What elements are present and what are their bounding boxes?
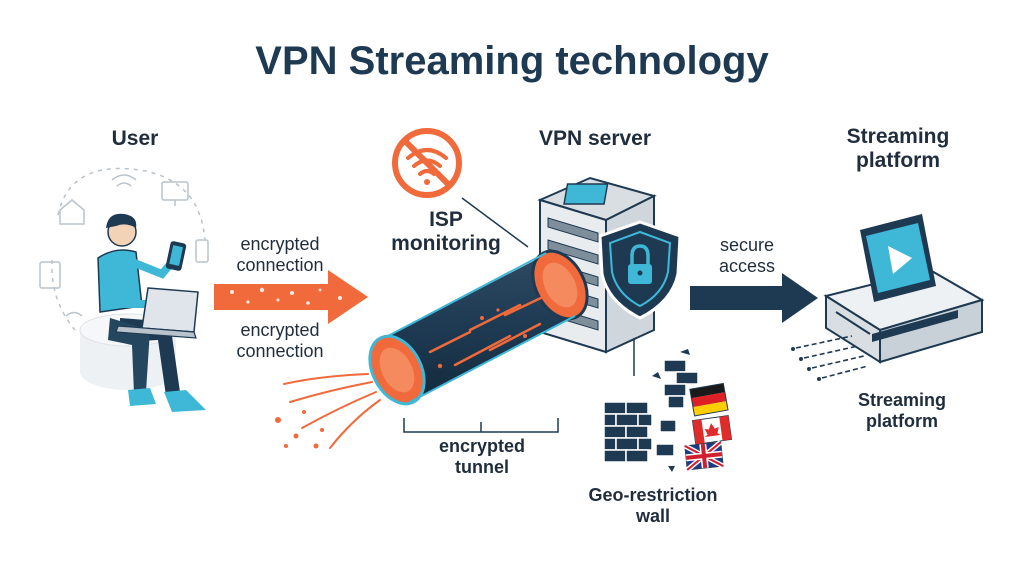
- encrypted-connection-arrow: [214, 270, 368, 324]
- vpn-server-label: VPN server: [538, 127, 652, 150]
- streaming-platform-title-label: Streaming platform: [846, 125, 950, 173]
- shield-lock-icon: [598, 220, 682, 320]
- encrypted-tunnel-label: encrypted tunnel: [438, 436, 526, 477]
- user-label: User: [111, 127, 159, 150]
- data-streams: [795, 335, 869, 379]
- user-icon: [39, 167, 209, 412]
- secure-access-label: secure access: [718, 235, 776, 276]
- isp-monitoring-label: ISP monitoring: [391, 208, 501, 256]
- no-wifi-icon: [392, 128, 462, 198]
- streaming-device-icon: [823, 214, 985, 364]
- encrypted-connection-label-2: encrypted connection: [236, 320, 324, 361]
- secure-access-arrow: [690, 273, 818, 323]
- encrypted-connection-label-1: encrypted connection: [236, 234, 324, 275]
- play-icon: [888, 246, 912, 274]
- uk-flag-icon: [683, 440, 725, 472]
- geo-restriction-wall-label: Geo-restriction wall: [588, 485, 718, 526]
- canada-flag-icon: [691, 415, 733, 445]
- streaming-platform-device-label: Streaming platform: [857, 390, 947, 431]
- laptop-icon: [115, 287, 199, 339]
- page-title: VPN Streaming technology: [255, 39, 769, 83]
- brick-wall-icon: [603, 349, 699, 472]
- phone-icon: [165, 241, 187, 271]
- germany-flag-icon: [689, 382, 729, 417]
- tunnel-icon: [275, 249, 589, 449]
